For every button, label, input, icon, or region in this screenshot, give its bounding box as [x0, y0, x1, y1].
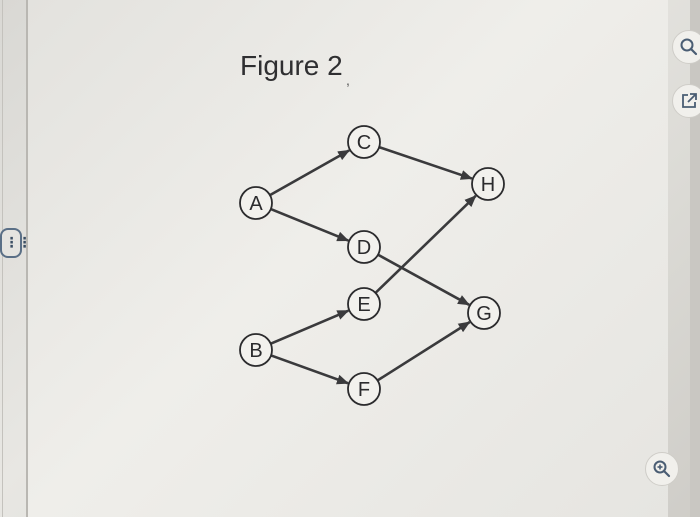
node-label: C — [357, 132, 371, 154]
edge-a-d — [270, 207, 350, 242]
search-icon — [680, 38, 698, 56]
node-circle — [471, 167, 505, 201]
edge-a-c — [269, 149, 351, 197]
search-button[interactable] — [672, 30, 700, 64]
node-b: B — [239, 333, 273, 367]
node-label: B — [249, 340, 262, 362]
edge-e-h — [374, 194, 477, 294]
node-circle — [347, 230, 381, 264]
node-g: G — [467, 296, 501, 330]
node-label: G — [476, 303, 492, 325]
external-link-button[interactable] — [672, 84, 700, 118]
node-label: D — [357, 237, 371, 259]
left-border — [2, 0, 3, 517]
side-panel-handle[interactable]: ⋮⋮⋮ — [0, 228, 32, 258]
node-e: E — [347, 287, 381, 321]
edge-b-e — [270, 309, 350, 345]
zoom-in-button[interactable] — [645, 452, 679, 486]
edge-b-f — [270, 354, 349, 385]
more-dots-icon: ⋮⋮⋮ — [0, 235, 32, 251]
node-circle — [239, 186, 273, 220]
edge-c-h — [378, 145, 473, 180]
zoom-in-icon — [653, 460, 671, 478]
node-circle — [347, 372, 381, 406]
stray-mark: , — [346, 72, 350, 88]
node-f: F — [347, 372, 381, 406]
node-a: A — [239, 186, 273, 220]
node-circle — [467, 296, 501, 330]
node-d: D — [347, 230, 381, 264]
node-circle — [347, 125, 381, 159]
external-link-icon — [682, 93, 697, 108]
edge-d-g — [377, 253, 470, 306]
figure-title: Figure 2 — [240, 50, 343, 81]
node-circle — [239, 333, 273, 367]
right-edge — [690, 0, 700, 517]
document-page — [28, 0, 668, 517]
node-h: H — [471, 167, 505, 201]
node-c: C — [347, 125, 381, 159]
node-label: E — [357, 294, 370, 316]
node-circle — [347, 287, 381, 321]
node-label: H — [481, 174, 495, 196]
node-label: F — [358, 379, 370, 401]
page-divider — [26, 0, 28, 517]
edge-f-g — [376, 320, 471, 382]
node-label: A — [249, 193, 263, 215]
